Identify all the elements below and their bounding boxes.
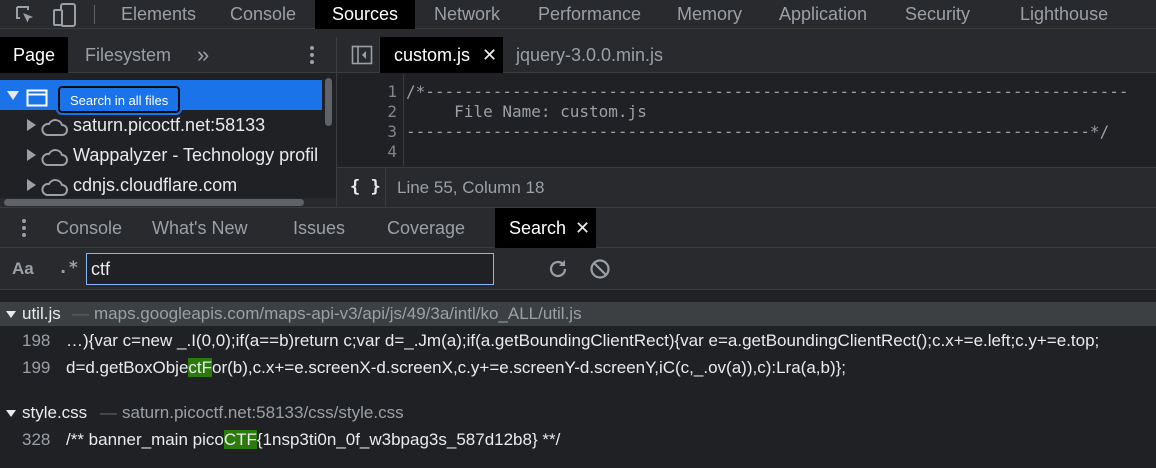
navigator-menu-icon[interactable] [306,44,318,66]
match-text-before: d=d.getBoxObje [66,358,189,377]
vertical-scrollbar[interactable] [325,78,332,126]
editor-status-bar: { } Line 55, Column 18 [337,167,1156,208]
editor-tabbar: custom.js ✕ jquery-3.0.0.min.js [337,37,1156,73]
line-number: 2 [387,102,397,121]
result-file-path: maps.googleapis.com/maps-api-v3/api/js/4… [94,304,582,323]
refresh-icon[interactable] [547,258,569,280]
drawer-tab-console[interactable]: Console [56,218,123,238]
regex-toggle[interactable]: .* [58,258,79,278]
search-toolbar: Aa .* [0,248,1156,290]
toggle-navigator-icon[interactable] [351,45,373,65]
toolbar-divider [94,5,95,24]
search-results: util.js — maps.googleapis.com/maps-api-v… [0,290,1156,468]
search-in-all-files-tooltip: Search in all files [55,84,183,115]
tree-item[interactable]: Wappalyzer - Technology profil [0,140,322,170]
status-divider [385,168,386,208]
device-toolbar-icon[interactable] [52,3,78,27]
match-line-number: 328 [22,430,51,449]
drawer-tabbar: Console What's New Issues Coverage Searc… [0,207,1156,248]
tab-filesystem[interactable]: Filesystem [85,45,172,65]
gutter-divider [403,74,404,166]
inspect-element-icon[interactable] [14,4,36,26]
tab-lighthouse[interactable]: Lighthouse [1020,4,1109,24]
match-text-after: or(b),c.x+=e.screenX-d.screenX,c.y+=e.sc… [212,358,847,377]
drawer-tab-issues[interactable]: Issues [293,218,346,238]
code-line: ----------------------------------------… [406,122,1110,141]
match-text-after: {1nsp3ti0n_0f_w3bpag3s_587d12b8} **/ [256,430,561,449]
cloud-icon [40,116,68,136]
match-line-number: 198 [22,331,51,350]
match-highlight: ctF [188,358,213,377]
pane-splitter[interactable] [336,37,337,207]
cloud-icon [40,176,68,196]
tree-item[interactable]: cdnjs.cloudflare.com [0,170,322,200]
editor-tab-custom-js[interactable]: custom.js ✕ [380,37,503,73]
tab-console[interactable]: Console [230,4,297,24]
tree-item-label: Wappalyzer - Technology profil [73,145,319,165]
match-text: /** banner_main picoCTF{1nsp3ti0n_0f_w3b… [66,427,560,453]
tab-application[interactable]: Application [779,4,868,24]
drawer-tab-search[interactable]: Search ✕ [495,208,596,248]
drawer-tab-whats-new[interactable]: What's New [152,218,248,238]
more-tabs-chevron-icon[interactable]: » [197,42,210,67]
tab-page[interactable]: Page [0,37,68,73]
code-line: File Name: custom.js [406,102,647,121]
line-number: 3 [387,122,397,141]
result-file-name: util.js [22,304,61,323]
tree-item-label: cdnjs.cloudflare.com [73,175,238,195]
match-text: …){var c=new _.I(0,0);if(a==b)return c;v… [66,331,1100,350]
code-line: /*--------------------------------------… [406,82,1129,101]
tab-elements[interactable]: Elements [121,4,197,24]
tab-performance[interactable]: Performance [538,4,642,24]
frame-icon [26,86,48,107]
expand-arrow-icon[interactable] [27,149,36,161]
toolbar-spacer [0,29,1156,37]
editor-tab-jquery[interactable]: jquery-3.0.0.min.js [516,45,664,65]
match-highlight: CTF [223,430,257,449]
search-input[interactable] [86,253,494,285]
match-case-toggle[interactable]: Aa [12,259,34,278]
tab-memory[interactable]: Memory [677,4,743,24]
match-text: d=d.getBoxObjectFor(b),c.x+=e.screenX-d.… [66,355,846,381]
horizontal-scrollbar[interactable] [4,199,304,206]
match-text-before: /** banner_main pico [66,430,224,449]
drawer-tab-coverage[interactable]: Coverage [387,218,466,238]
clear-search-icon[interactable] [589,258,611,280]
tab-security[interactable]: Security [905,4,971,24]
expand-arrow-icon[interactable] [7,91,19,100]
drawer-menu-icon[interactable] [18,217,30,239]
collapse-arrow-icon[interactable] [6,311,16,318]
line-number: 4 [387,142,397,161]
expand-arrow-icon[interactable] [27,179,36,191]
editor-tab-label: custom.js [394,45,471,65]
result-file-header[interactable]: style.css — saturn.picoctf.net:58133/css… [0,401,1156,425]
cursor-position: Line 55, Column 18 [397,178,545,197]
expand-arrow-icon[interactable] [27,119,36,131]
code-editor[interactable]: 1 /*------------------------------------… [337,74,1156,166]
result-file-path: saturn.picoctf.net:58133/css/style.css [122,403,404,422]
line-number: 1 [387,82,397,101]
tree-item-label: saturn.picoctf.net:58133 [73,115,266,135]
result-file-header[interactable]: util.js — maps.googleapis.com/maps-api-v… [0,302,1156,326]
result-file-separator: — [100,403,117,422]
tree-item[interactable]: saturn.picoctf.net:58133 [0,110,322,140]
toolbar-divider [379,37,380,73]
collapse-arrow-icon[interactable] [6,410,16,417]
tab-sources[interactable]: Sources [315,0,416,29]
navigator-tabbar: Page Filesystem » [0,37,336,73]
devtools-main-tabbar: Elements Console Sources Network Perform… [0,0,1156,29]
drawer-tab-label: Search [509,218,567,238]
match-line-number: 199 [22,358,51,377]
close-tab-icon[interactable]: ✕ [575,218,591,238]
close-tab-icon[interactable]: ✕ [482,45,498,65]
tab-network[interactable]: Network [434,4,501,24]
result-file-name: style.css [22,403,88,422]
result-file-separator: — [72,304,89,323]
cloud-icon [40,146,68,166]
pretty-print-icon[interactable]: { } [350,177,381,197]
